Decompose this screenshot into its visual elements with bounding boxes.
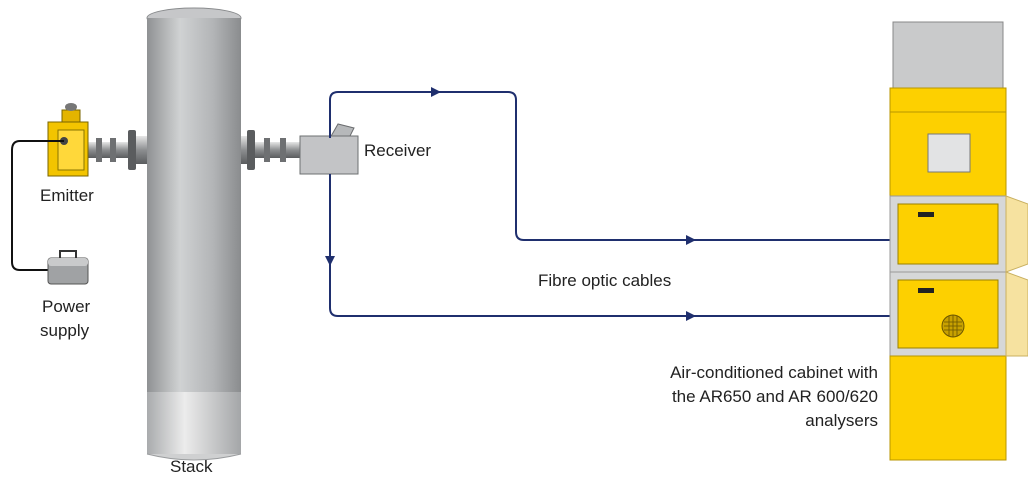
arrow-right-icon: [686, 311, 696, 321]
fibre-cable-upper: [329, 91, 902, 241]
fibre-optic-cables-label: Fibre optic cables: [538, 271, 672, 290]
stack-label: Stack: [170, 457, 213, 476]
power-supply-label-line1: Power: [42, 297, 91, 316]
receiver-label: Receiver: [364, 141, 432, 160]
fibre-cable-lower: [329, 174, 902, 317]
cable-arrows: [325, 87, 696, 321]
stack: [146, 7, 242, 461]
power-supply-label-line2: supply: [40, 321, 90, 340]
cabinet-label-line1: Air-conditioned cabinet with: [670, 363, 878, 382]
emitter-unit: [47, 103, 89, 177]
arrow-right-icon: [431, 87, 441, 97]
fibre-optic-cables: [329, 91, 902, 317]
emitter-mount: [88, 130, 147, 170]
cabinet-label-line2: the AR650 and AR 600/620: [671, 387, 878, 406]
arrow-right-icon: [686, 235, 696, 245]
arrow-down-icon: [325, 256, 335, 266]
power-supply-unit: [47, 250, 89, 285]
receiver-mount: [241, 130, 301, 170]
power-cable: [11, 140, 64, 271]
air-conditioned-cabinet: [889, 21, 1028, 461]
receiver-unit: [299, 123, 359, 175]
cabinet-label-line3: analysers: [805, 411, 878, 430]
emitter-label: Emitter: [40, 186, 94, 205]
